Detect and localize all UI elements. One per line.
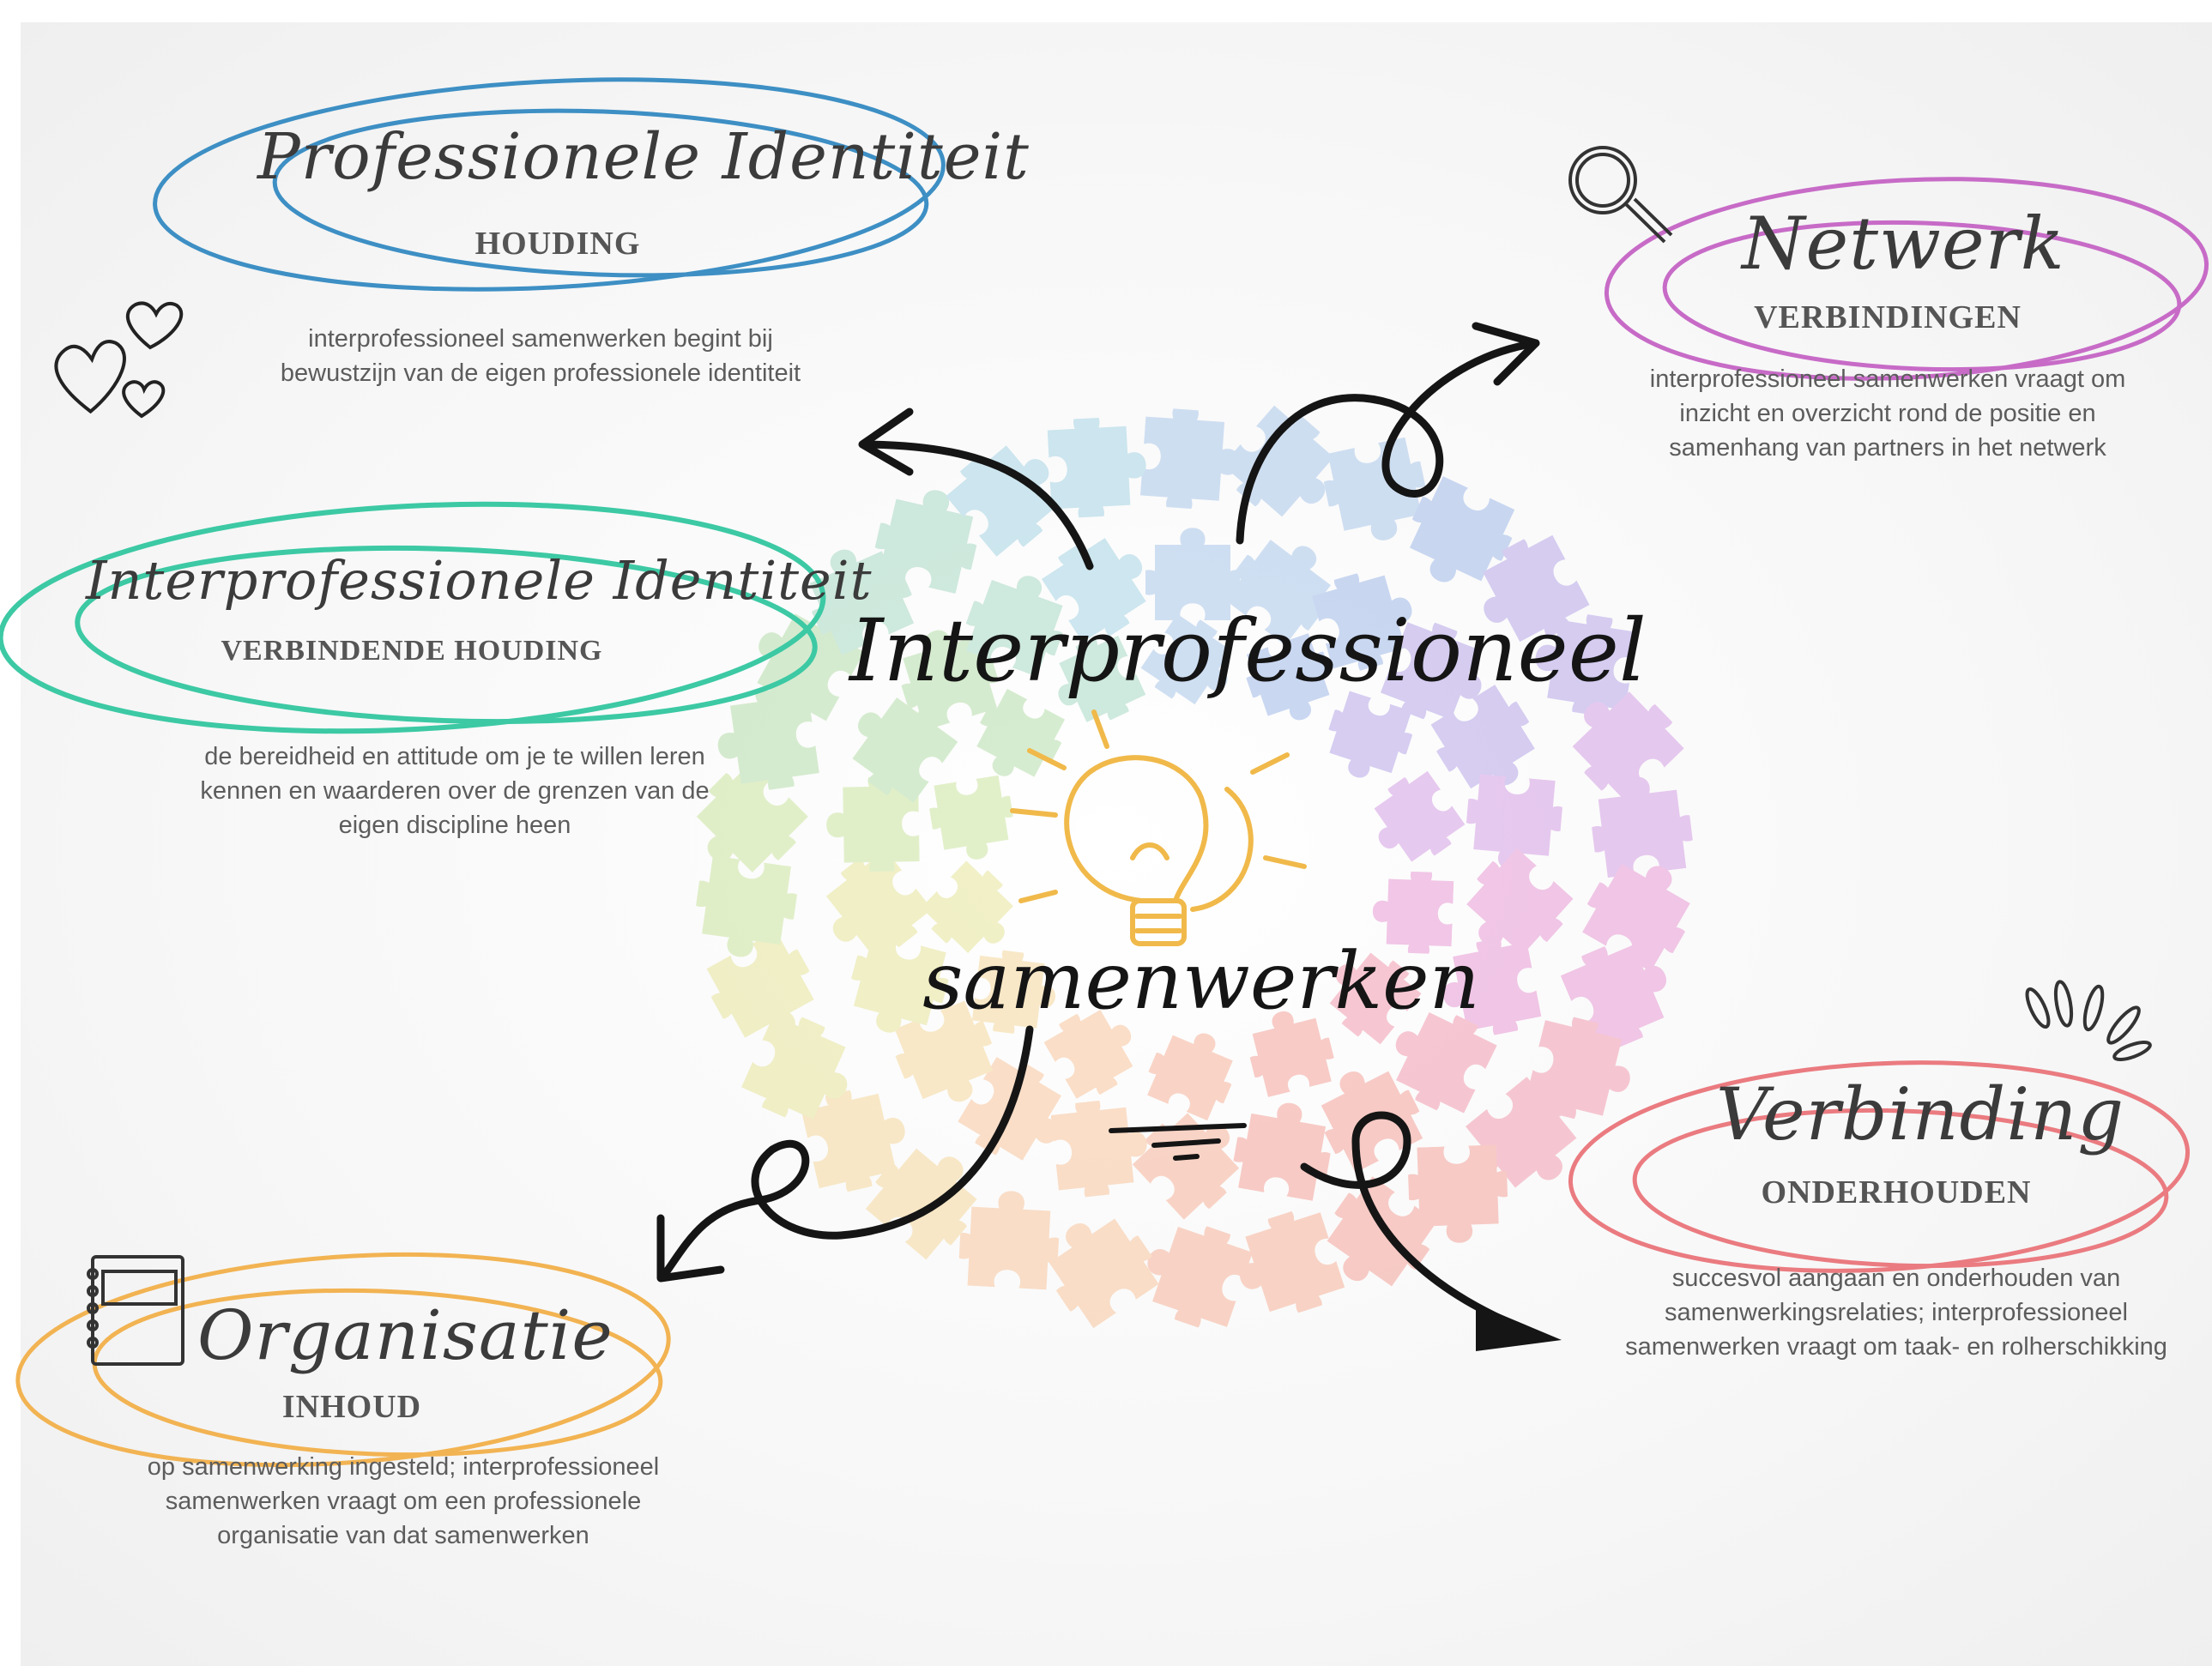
interprofessionele-ellipse: [0, 501, 826, 734]
arrowhead-professionele: [858, 407, 914, 476]
arrow-to-organisatie: [661, 1025, 1034, 1278]
verbinding-subtitle: ONDERHOUDEN: [1761, 1174, 2032, 1210]
interprofessionele-description: de bereidheid en attitude om je te wille…: [200, 743, 710, 839]
diagram-canvas: [21, 22, 2212, 1666]
verbinding-ellipse: [1568, 1060, 2191, 1273]
underline-mark: [1109, 1123, 1247, 1161]
netwerk-title: Netwerk: [1742, 202, 2065, 286]
hearts-icon: [54, 301, 184, 419]
magnifier-icon: [1568, 146, 1673, 244]
professionele-title: Professionele Identiteit: [257, 120, 1030, 194]
organisatie-description: op samenwerking ingesteld; interprofessi…: [147, 1453, 660, 1549]
professionele-ellipse: [153, 77, 946, 292]
arrowhead-organisatie: [656, 1214, 725, 1283]
interprofessionele-title: Interprofessionele Identiteit: [86, 549, 873, 612]
arrow-to-verbinding: [1300, 1111, 1540, 1338]
arrow-to-professionele: [862, 440, 1094, 570]
netwerk-description: interprofessioneel samenwerken vraagt om…: [1649, 365, 2126, 462]
verbinding-title: Verbinding: [1716, 1072, 2125, 1156]
arrowhead-netwerk: [1472, 322, 1540, 386]
lightbulb-icon: [1010, 709, 1307, 946]
professionele-description: interprofessioneel samenwerken begint bi…: [280, 325, 801, 387]
center-title-line1: Interprofessioneel: [849, 601, 1647, 701]
netwerk-ellipse: [1604, 177, 2209, 381]
organisatie-title: Organisatie: [197, 1295, 613, 1375]
notebook-icon: [87, 1255, 184, 1366]
organisatie-subtitle: INHOUD: [281, 1389, 422, 1425]
arrowhead-verbinding: [1476, 1304, 1562, 1351]
arrow-to-netwerk: [1236, 339, 1540, 545]
burst-icon: [2025, 980, 2152, 1061]
verbinding-description: succesvol aangaan en onderhouden van sam…: [1625, 1265, 2167, 1361]
professionele-subtitle: HOUDING: [474, 226, 641, 262]
center-title-line2: samenwerken: [922, 935, 1480, 1027]
netwerk-subtitle: VERBINDINGEN: [1754, 299, 2022, 335]
interprofessionele-subtitle: VERBINDENDE HOUDING: [221, 635, 603, 667]
